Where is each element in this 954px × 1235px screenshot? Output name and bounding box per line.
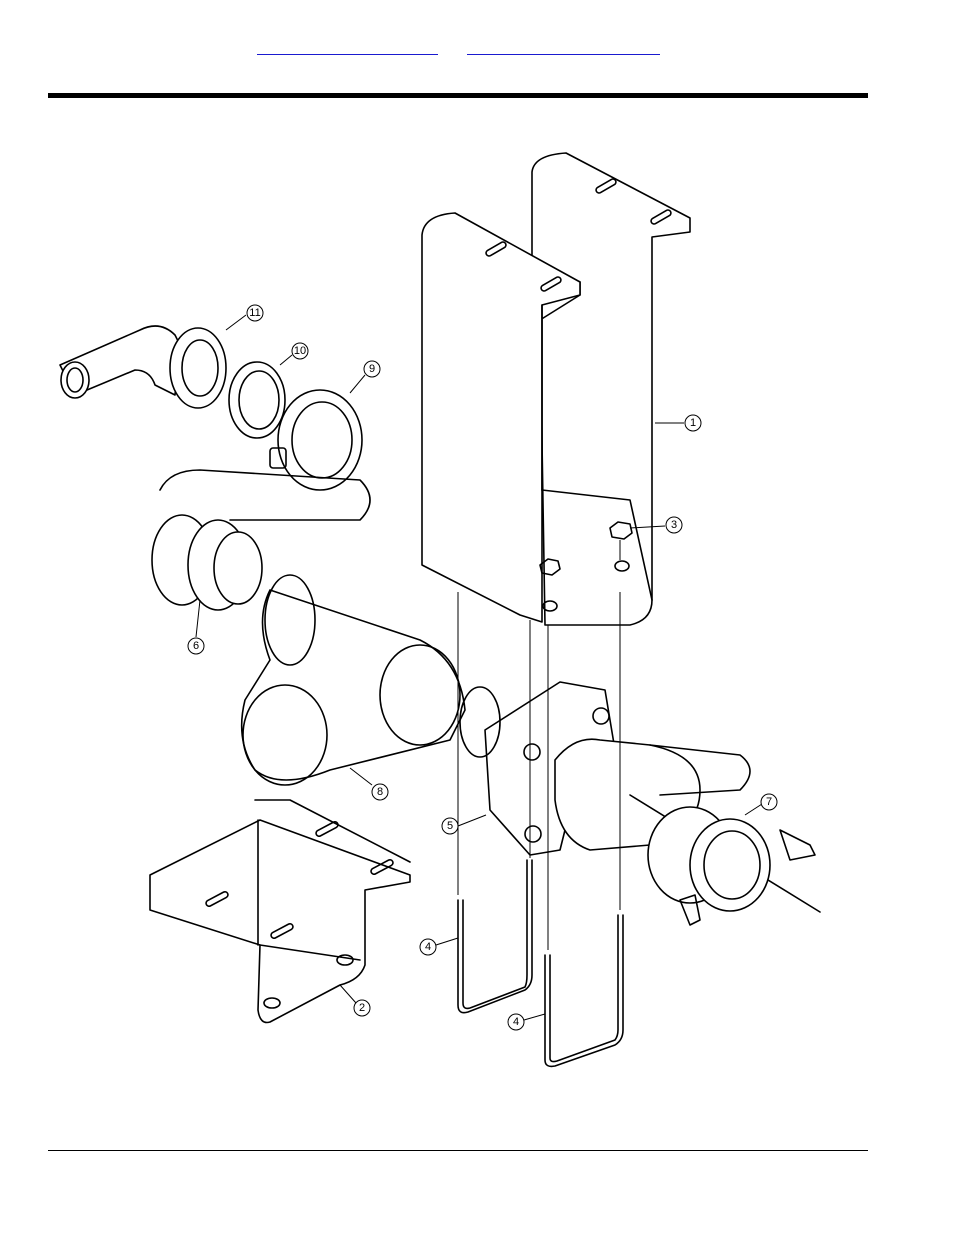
callout-8-label: 8 xyxy=(377,786,383,798)
callout-5-label: 5 xyxy=(447,820,453,832)
tee-part-8 xyxy=(242,575,465,785)
gasket-part-10 xyxy=(229,362,285,438)
callout-3-label: 3 xyxy=(671,519,677,531)
callout-4a-label: 4 xyxy=(425,941,431,953)
callout-10-label: 10 xyxy=(294,345,306,357)
callout-9-label: 9 xyxy=(369,363,375,375)
callout-2-label: 2 xyxy=(359,1002,365,1014)
bracket-part-1 xyxy=(422,153,690,625)
callout-6-label: 6 xyxy=(193,640,199,652)
bracket-part-2 xyxy=(150,800,410,1023)
callout-4b-label: 4 xyxy=(513,1016,519,1028)
elbow-part-11 xyxy=(60,326,226,408)
callout-7-label: 7 xyxy=(766,796,772,808)
adapter-part-6 xyxy=(152,470,370,610)
callout-11-label: 11 xyxy=(249,307,260,319)
callout-1-label: 1 xyxy=(690,417,696,429)
